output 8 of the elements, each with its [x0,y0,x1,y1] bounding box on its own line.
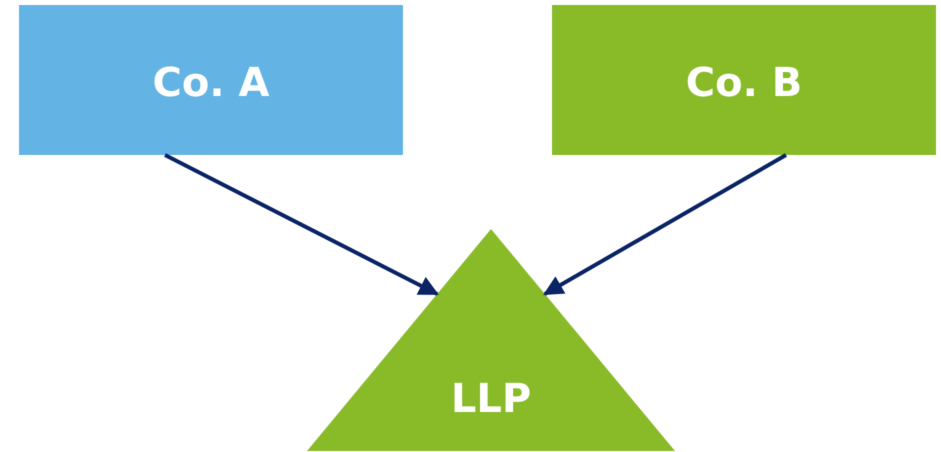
node-label: Co. B [686,60,802,106]
node-label: Co. A [152,60,270,106]
arrow [164,153,439,296]
node-label: LLP [450,376,532,422]
company-box [19,5,403,155]
triangle-shape [307,229,675,451]
company-box [552,5,936,155]
arrow [543,153,787,296]
